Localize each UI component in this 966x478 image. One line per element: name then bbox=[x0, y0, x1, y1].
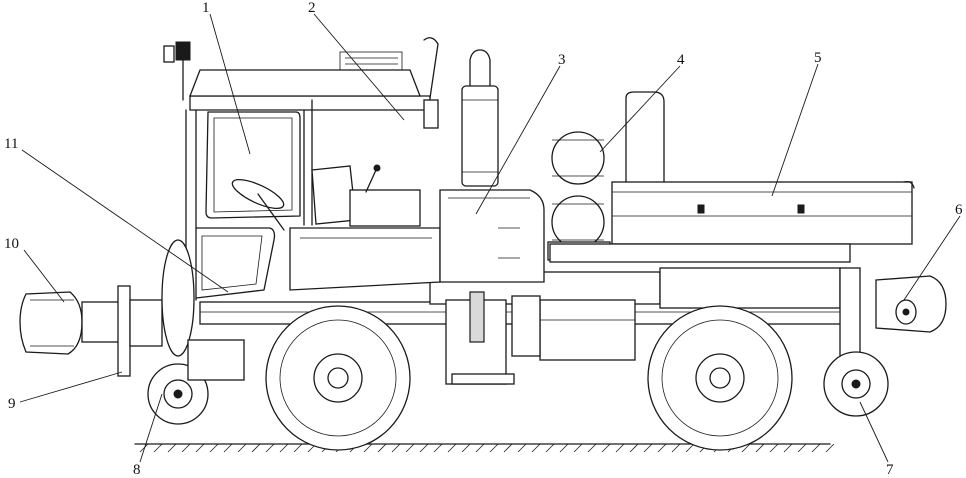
ground-hatch-mark bbox=[503, 443, 513, 453]
callout-5: 5 bbox=[814, 50, 822, 66]
callout-3: 3 bbox=[558, 52, 566, 68]
ground-hatch-mark bbox=[391, 443, 401, 453]
ground-hatch-mark bbox=[153, 443, 163, 453]
ground-hatch-mark bbox=[559, 443, 569, 453]
ground-hatch-mark bbox=[167, 443, 177, 453]
center-hydraulics bbox=[445, 291, 541, 385]
callout-6: 6 bbox=[955, 202, 963, 218]
ground-hatch-mark bbox=[825, 443, 835, 453]
ground-hatch-mark bbox=[293, 443, 303, 453]
rear-drive-wheel bbox=[647, 305, 793, 451]
ground-hatch-mark bbox=[447, 443, 457, 453]
ground-hatch-mark bbox=[223, 443, 233, 453]
callout-4: 4 bbox=[677, 52, 685, 68]
ground-hatch-mark bbox=[363, 443, 373, 453]
callout-2: 2 bbox=[308, 0, 316, 16]
ground-hatch-mark bbox=[461, 443, 471, 453]
ground-hatch-mark bbox=[811, 443, 821, 453]
ground-hatch-mark bbox=[685, 443, 695, 453]
rear-drive-unit bbox=[839, 267, 947, 361]
ground-hatch-mark bbox=[419, 443, 429, 453]
callout-9: 9 bbox=[8, 396, 16, 412]
ground-hatch-mark bbox=[573, 443, 583, 453]
ground-hatch-mark bbox=[755, 443, 765, 453]
ground-hatch-mark bbox=[181, 443, 191, 453]
front-pump-unit bbox=[19, 239, 195, 377]
ground-hatch-mark bbox=[237, 443, 247, 453]
ground-hatch-mark bbox=[643, 443, 653, 453]
ground-hatch-mark bbox=[433, 443, 443, 453]
ground-hatch-mark bbox=[405, 443, 415, 453]
ground-hatch-mark bbox=[741, 443, 751, 453]
ground-hatch-mark bbox=[265, 443, 275, 453]
ground-hatch-mark bbox=[657, 443, 667, 453]
ground-hatch-mark bbox=[251, 443, 261, 453]
callout-7: 7 bbox=[886, 462, 894, 478]
ground-hatch-mark bbox=[615, 443, 625, 453]
rear-rail-wheel bbox=[823, 351, 889, 417]
callout-11: 11 bbox=[4, 136, 18, 152]
front-rail-wheel bbox=[147, 339, 245, 425]
ground-hatch-mark bbox=[629, 443, 639, 453]
ground-hatch-mark bbox=[377, 443, 387, 453]
ground-hatch-mark bbox=[671, 443, 681, 453]
callout-8: 8 bbox=[133, 462, 141, 478]
callout-1: 1 bbox=[202, 0, 210, 16]
ground-hatch-mark bbox=[545, 443, 555, 453]
ground-hatch-mark bbox=[601, 443, 611, 453]
engine-hood bbox=[439, 189, 545, 283]
ground-hatch-mark bbox=[489, 443, 499, 453]
exhaust-muffler bbox=[461, 49, 499, 187]
ground-hatch-mark bbox=[783, 443, 793, 453]
ground-hatch-mark bbox=[769, 443, 779, 453]
ground-hatch-mark bbox=[279, 443, 289, 453]
ground-hatch-mark bbox=[209, 443, 219, 453]
ground-hatch-mark bbox=[587, 443, 597, 453]
ground-hatch-mark bbox=[139, 443, 149, 453]
ground-hatch-mark bbox=[517, 443, 527, 453]
ground-hatch-mark bbox=[475, 443, 485, 453]
ground-hatch-mark bbox=[531, 443, 541, 453]
callouts: 1 2 3 4 5 6 7 8 9 10 11 bbox=[4, 0, 963, 478]
front-drive-wheel bbox=[265, 305, 411, 451]
ground-hatch-mark bbox=[797, 443, 807, 453]
cab bbox=[163, 37, 441, 301]
callout-10: 10 bbox=[4, 236, 19, 252]
rear-seat bbox=[625, 91, 665, 185]
ground-hatch-mark bbox=[195, 443, 205, 453]
cargo-platform bbox=[549, 180, 915, 263]
